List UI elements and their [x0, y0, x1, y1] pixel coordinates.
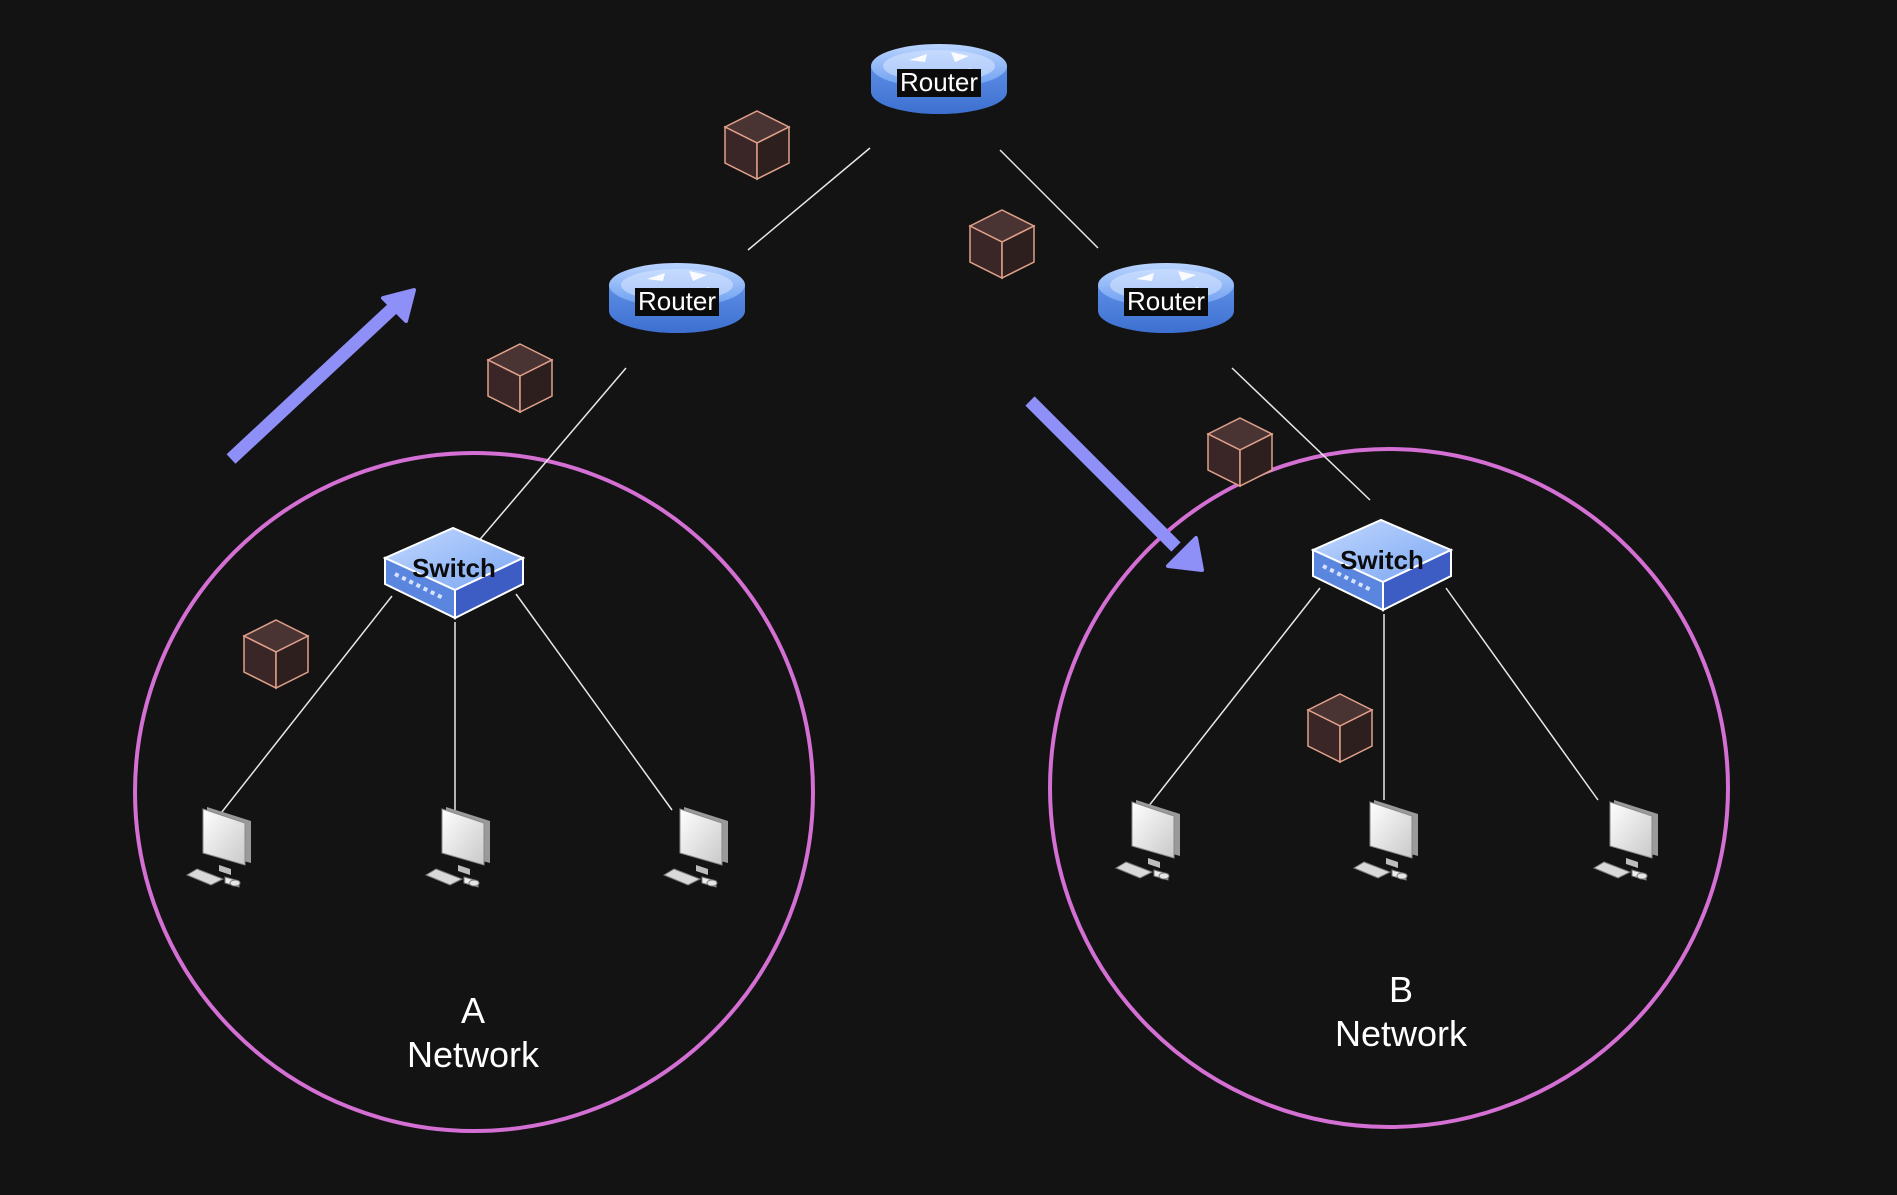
computer-icon[interactable] — [425, 806, 491, 888]
switch-label: Switch — [412, 553, 496, 583]
packet-icon — [1307, 693, 1373, 763]
switch-label: Switch — [1340, 545, 1424, 575]
network-a-label: A Network — [407, 990, 540, 1075]
router-right[interactable]: Router — [1098, 263, 1234, 333]
arrow-icon-up — [226, 288, 416, 464]
switch-a[interactable]: Switch — [383, 526, 525, 620]
router-label: Router — [1127, 286, 1205, 316]
packet-icon — [724, 110, 790, 180]
packet-icon — [969, 209, 1035, 279]
links — [213, 147, 1599, 823]
link-switch-a-pc-1 — [213, 595, 393, 823]
switch-b[interactable]: Switch — [1311, 518, 1453, 612]
packet-icon — [1207, 417, 1273, 487]
link-top-router-left-router — [747, 147, 871, 251]
link-right-router-switch-b — [1231, 367, 1371, 501]
network-a-name: Network — [407, 1034, 540, 1075]
packet-icon — [487, 343, 553, 413]
router-label: Router — [900, 67, 978, 97]
network-b-letter: B — [1389, 969, 1413, 1010]
link-switch-b-pc-3 — [1445, 587, 1599, 801]
link-left-router-switch-a — [475, 367, 627, 545]
network-a-boundary — [133, 451, 815, 1133]
router-top[interactable]: Router — [871, 44, 1007, 114]
computer-icon[interactable] — [186, 806, 252, 888]
arrow-icon-down — [1025, 396, 1204, 572]
link-switch-b-pc-1 — [1143, 587, 1321, 813]
computer-icon[interactable] — [1353, 799, 1419, 881]
network-b-boundary — [1048, 447, 1730, 1129]
computer-icon[interactable] — [1593, 799, 1659, 881]
link-top-router-right-router — [999, 149, 1099, 249]
network-a-letter: A — [461, 990, 485, 1031]
router-label: Router — [638, 286, 716, 316]
packet-icon — [243, 619, 309, 689]
network-b-label: B Network — [1335, 969, 1468, 1054]
computer-icon[interactable] — [663, 806, 729, 888]
link-switch-a-pc-3 — [515, 593, 673, 811]
router-left[interactable]: Router — [609, 263, 745, 333]
network-b-name: Network — [1335, 1013, 1468, 1054]
computer-icon[interactable] — [1115, 799, 1181, 881]
